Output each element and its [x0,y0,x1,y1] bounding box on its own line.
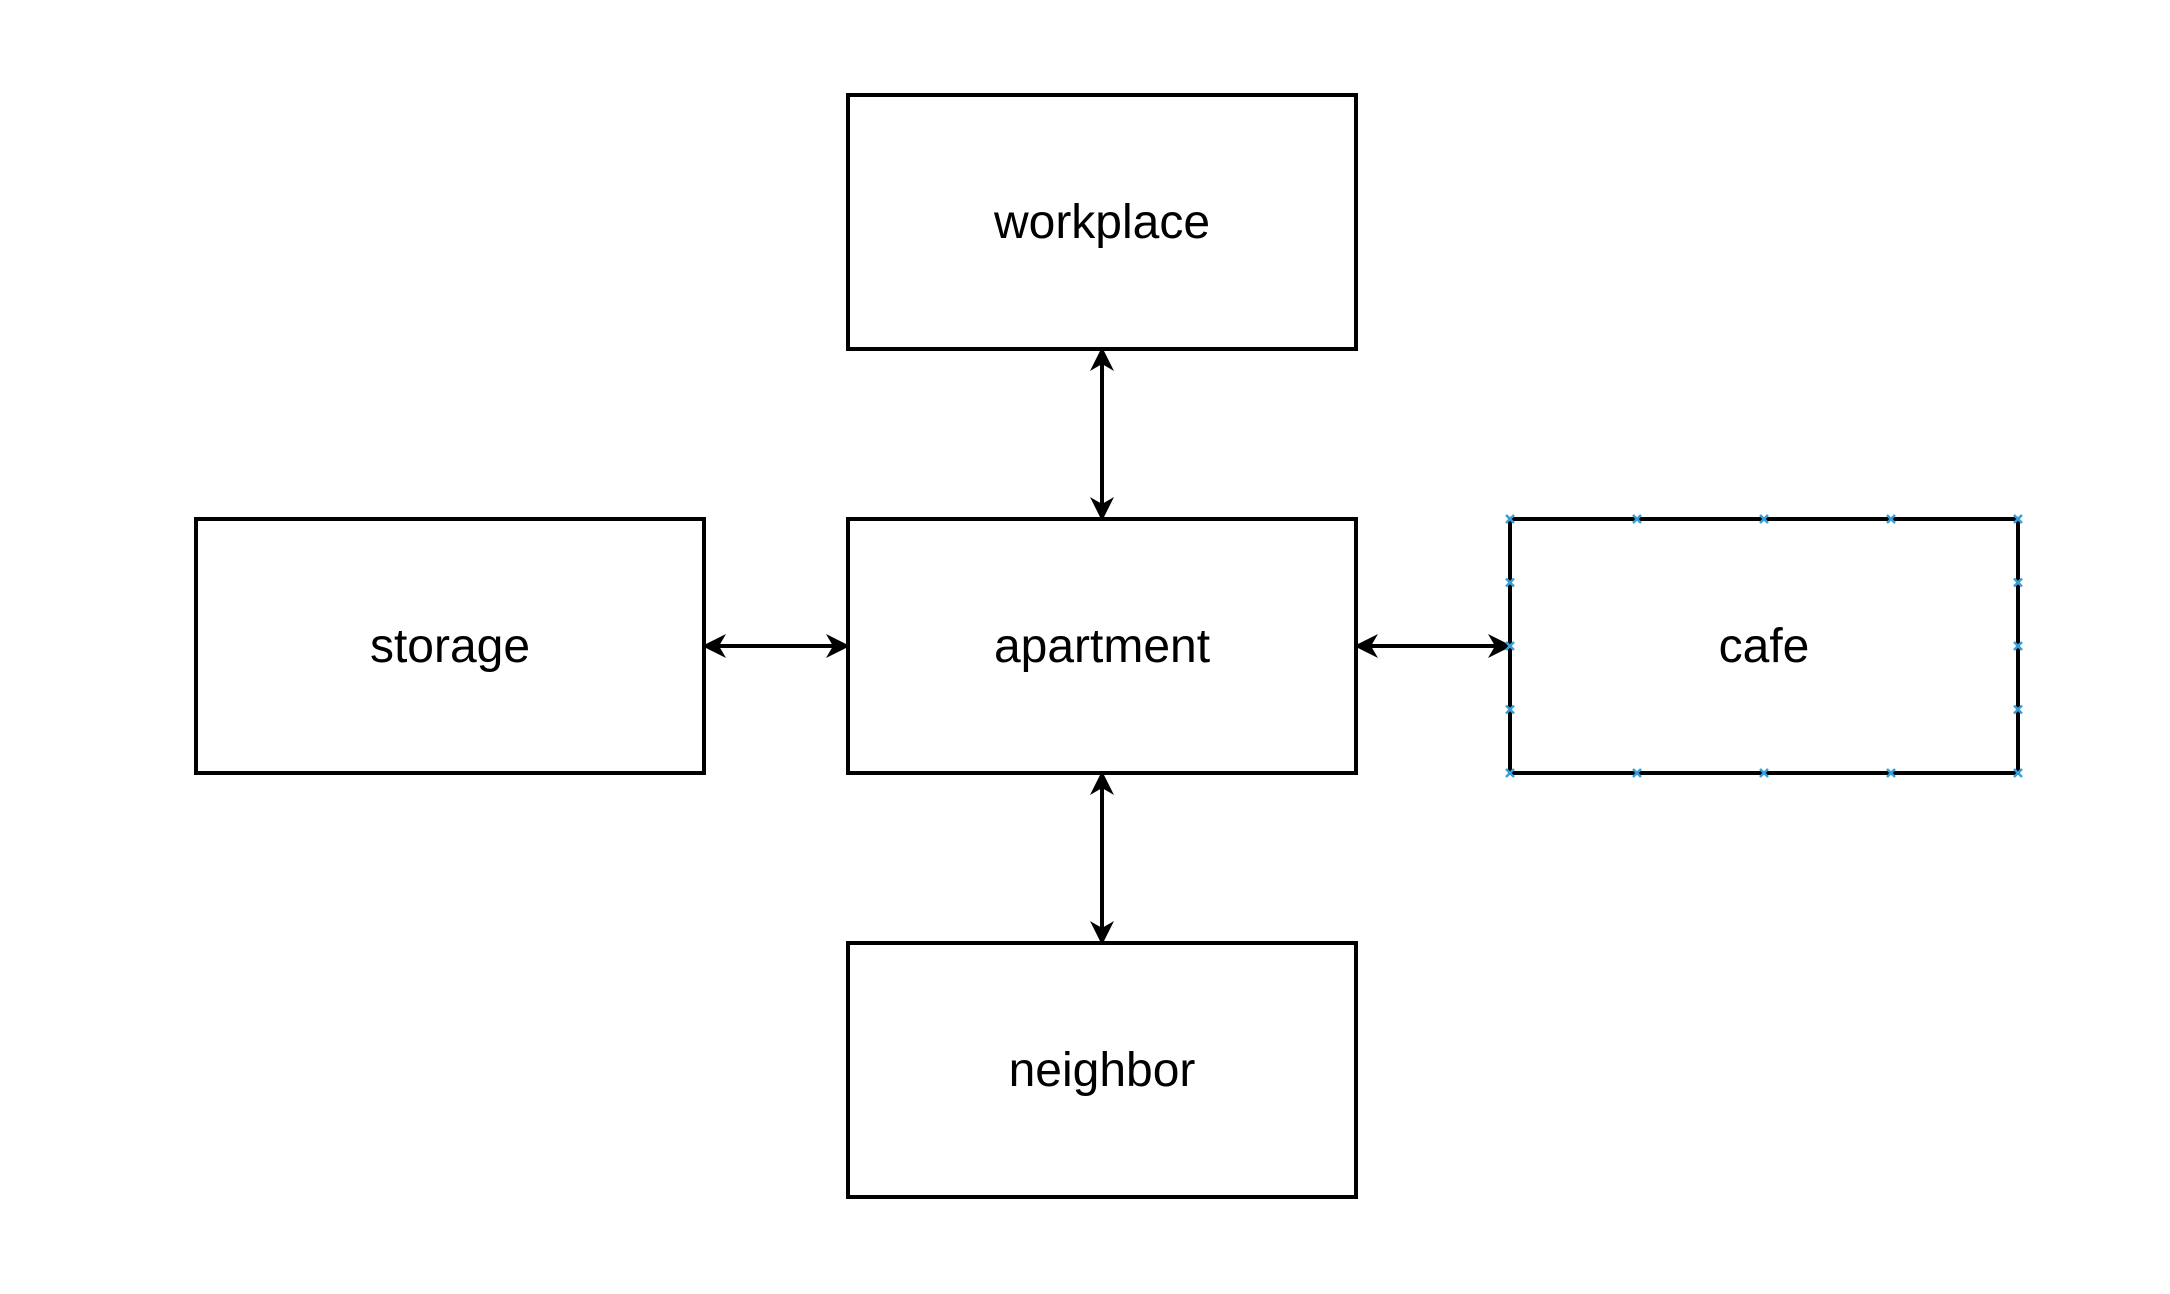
connection-handle[interactable] [1505,641,1515,651]
connection-handle[interactable] [2013,577,2023,588]
connection-handle[interactable] [2013,768,2023,778]
connection-handle[interactable] [1886,514,1896,524]
node-apartment[interactable]: apartment [846,517,1358,775]
edges-layer [702,347,1512,945]
connection-handle[interactable] [1632,514,1642,524]
node-neighbor-box[interactable] [846,941,1358,1199]
connection-handle[interactable] [1505,768,1515,778]
connection-handle[interactable] [1759,768,1769,778]
node-workplace[interactable]: workplace [846,93,1358,351]
node-storage-label: storage [370,620,530,673]
connection-handle[interactable] [1632,768,1642,778]
node-apartment-label: apartment [994,620,1210,673]
connection-handle[interactable] [1505,577,1515,588]
node-storage[interactable]: storage [194,517,706,775]
connection-handle[interactable] [2013,514,2023,524]
connection-handle[interactable] [2013,641,2023,651]
connection-handle[interactable] [1505,704,1515,715]
node-workplace-box[interactable] [846,93,1358,351]
node-apartment-box[interactable] [846,517,1358,775]
connection-handle[interactable] [1886,768,1896,778]
node-cafe-label: cafe [1719,620,1810,673]
connection-handle[interactable] [1505,514,1515,524]
node-neighbor-label: neighbor [1009,1044,1196,1097]
nodes-layer: workplace storage apartment cafe neighbor [194,93,2023,1199]
node-cafe[interactable]: cafe [1505,514,2023,778]
node-neighbor[interactable]: neighbor [846,941,1358,1199]
connection-handle[interactable] [2013,704,2023,715]
node-storage-box[interactable] [194,517,706,775]
connection-handle[interactable] [1759,514,1769,524]
node-workplace-label: workplace [993,196,1210,249]
